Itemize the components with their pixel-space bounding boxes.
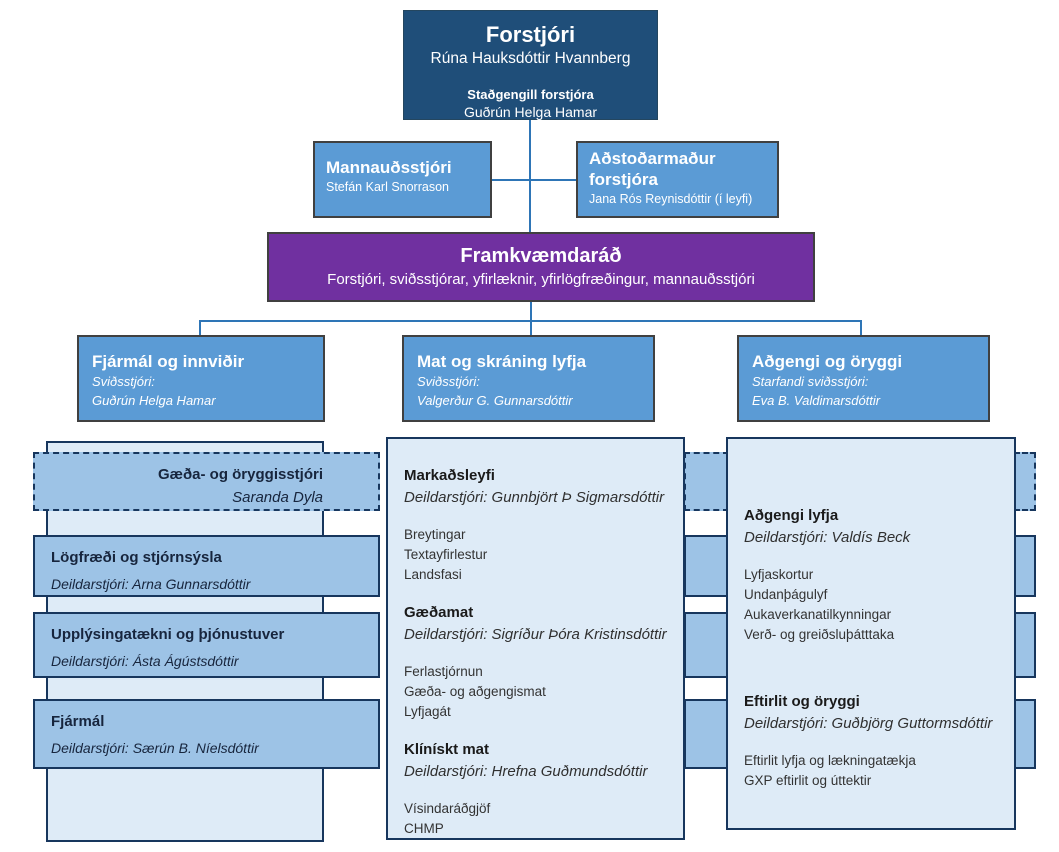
division-role: Starfandi sviðsstjóri: (752, 374, 869, 389)
dept-manager: Deildarstjóri: Særún B. Níelsdóttir (51, 740, 259, 756)
dept-band-stub-right-3 (1014, 699, 1036, 769)
section-title: Markaðsleyfi (404, 467, 495, 484)
division-adgengi-og-oryggi: Aðgengi og öryggi Starfandi sviðsstjóri:… (737, 335, 990, 422)
deputy-name: Guðrún Helga Hamar (463, 104, 598, 120)
dept-band-stub-right-2 (1014, 612, 1036, 678)
section-title: Eftirlit og öryggi (744, 693, 860, 710)
hr-manager-title: Mannauðsstjóri (326, 158, 452, 177)
division-title: Fjármál og innviðir (92, 352, 245, 371)
division-mat-og-skraning-lyfja: Mat og skráning lyfja Sviðsstjóri: Valge… (402, 335, 655, 422)
assistant-title: Aðstoðarmaður forstjóra (589, 149, 716, 189)
right-column-adgengi-og-oryggi: Aðgengi lyfja Deildarstjóri: Valdís Beck… (726, 437, 1016, 830)
middle-column-mat-og-skraning: Markaðsleyfi Deildarstjóri: Gunnbjört Þ … (386, 437, 685, 840)
connector-level2 (492, 179, 576, 181)
division-role: Sviðsstjóri: (92, 374, 155, 389)
dept-band-stub-middle-3 (684, 699, 729, 769)
executive-board-box: Framkvæmdaráð Forstjóri, sviðsstjórar, y… (267, 232, 815, 302)
section-manager: Deildarstjóri: Guðbjörg Guttormsdóttir (744, 715, 993, 732)
dept-title: Fjármál (51, 713, 105, 730)
assistant-box: Aðstoðarmaður forstjóra Jana Rós Reynisd… (576, 141, 779, 218)
connector-drop-left (199, 320, 201, 335)
section-manager: Deildarstjóri: Sigríður Þóra Kristinsdót… (404, 626, 667, 643)
dept-manager: Deildarstjóri: Arna Gunnarsdóttir (51, 576, 251, 592)
division-role: Sviðsstjóri: (417, 374, 480, 389)
section-manager: Deildarstjóri: Valdís Beck (744, 529, 911, 546)
quality-band-stub-middle (684, 452, 729, 511)
quality-manager-name: Saranda Dyla (232, 489, 323, 506)
quality-band-stub-right (1014, 452, 1036, 511)
section-item: Aukaverkanatilkynningar (744, 607, 892, 622)
executive-board-members: Forstjóri, sviðsstjórar, yfirlæknir, yfi… (327, 271, 755, 288)
section-item: Breytingar (404, 527, 466, 542)
assistant-name: Jana Rós Reynisdóttir (í leyfi) (589, 192, 753, 206)
section-item: Verð- og greiðsluþátttaka (744, 627, 895, 642)
quality-manager-title: Gæða- og öryggisstjóri (157, 466, 323, 483)
section-item: Lyfjagát (404, 704, 451, 719)
dept-fjarmal-band: Fjármál Deildarstjóri: Særún B. Níelsdót… (33, 699, 380, 769)
division-title: Mat og skráning lyfja (417, 352, 587, 371)
connector-ceo-board (529, 120, 531, 232)
section-title: Klínískt mat (404, 741, 490, 758)
section-title: Gæðamat (404, 604, 474, 621)
dept-logfraedi-band: Lögfræði og stjórnsýsla Deildarstjóri: A… (33, 535, 380, 597)
section-item: Textayfirlestur (404, 547, 488, 562)
section-item: Undanþágulyf (744, 587, 828, 602)
section-item: Eftirlit lyfja og lækningatækja (744, 753, 916, 768)
dept-band-stub-middle-2 (684, 612, 729, 678)
division-manager: Guðrún Helga Hamar (92, 392, 216, 408)
dept-band-stub-middle-1 (684, 535, 729, 597)
section-item: CHMP (404, 821, 444, 836)
dept-upplysingataekni-band: Upplýsingatækni og þjónustuver Deildarst… (33, 612, 380, 678)
ceo-title: Forstjóri (485, 22, 576, 47)
division-fjarmal-og-innvidir: Fjármál og innviðir Sviðsstjóri: Guðrún … (77, 335, 325, 422)
connector-distribution (199, 320, 862, 322)
dept-title: Lögfræði og stjórnsýsla (51, 549, 222, 566)
section-manager: Deildarstjóri: Gunnbjört Þ Sigmarsdóttir (404, 489, 665, 506)
section-item: Lyfjaskortur (744, 567, 814, 582)
section-title: Aðgengi lyfja (744, 507, 839, 524)
section-manager: Deildarstjóri: Hrefna Guðmundsdóttir (404, 763, 648, 780)
connector-drop-right (860, 320, 862, 335)
division-manager: Eva B. Valdimarsdóttir (752, 392, 881, 408)
section-item: Landsfasi (404, 567, 462, 582)
dept-title: Upplýsingatækni og þjónustuver (51, 626, 285, 643)
section-item: Ferlastjórnun (404, 664, 483, 679)
ceo-name: Rúna Hauksdóttir Hvannberg (430, 50, 631, 67)
hr-manager-name: Stefán Karl Snorrason (326, 180, 449, 194)
hr-manager-box: Mannauðsstjóri Stefán Karl Snorrason (313, 141, 492, 218)
ceo-box: Forstjóri Rúna Hauksdóttir Hvannberg Sta… (403, 10, 658, 120)
section-item: Vísindaráðgjöf (404, 801, 491, 816)
dept-band-stub-right-1 (1014, 535, 1036, 597)
dept-manager: Deildarstjóri: Ásta Ágústsdóttir (51, 653, 239, 669)
deputy-label: Staðgengill forstjóra (467, 87, 594, 102)
section-item: Gæða- og aðgengismat (404, 684, 546, 699)
division-title: Aðgengi og öryggi (752, 352, 903, 371)
executive-board-title: Framkvæmdaráð (460, 245, 622, 267)
connector-board-down (530, 302, 532, 335)
quality-manager-band: Gæða- og öryggisstjóri Saranda Dyla (33, 452, 380, 511)
section-item: GXP eftirlit og úttektir (744, 773, 872, 788)
division-manager: Valgerður G. Gunnarsdóttir (417, 392, 573, 408)
